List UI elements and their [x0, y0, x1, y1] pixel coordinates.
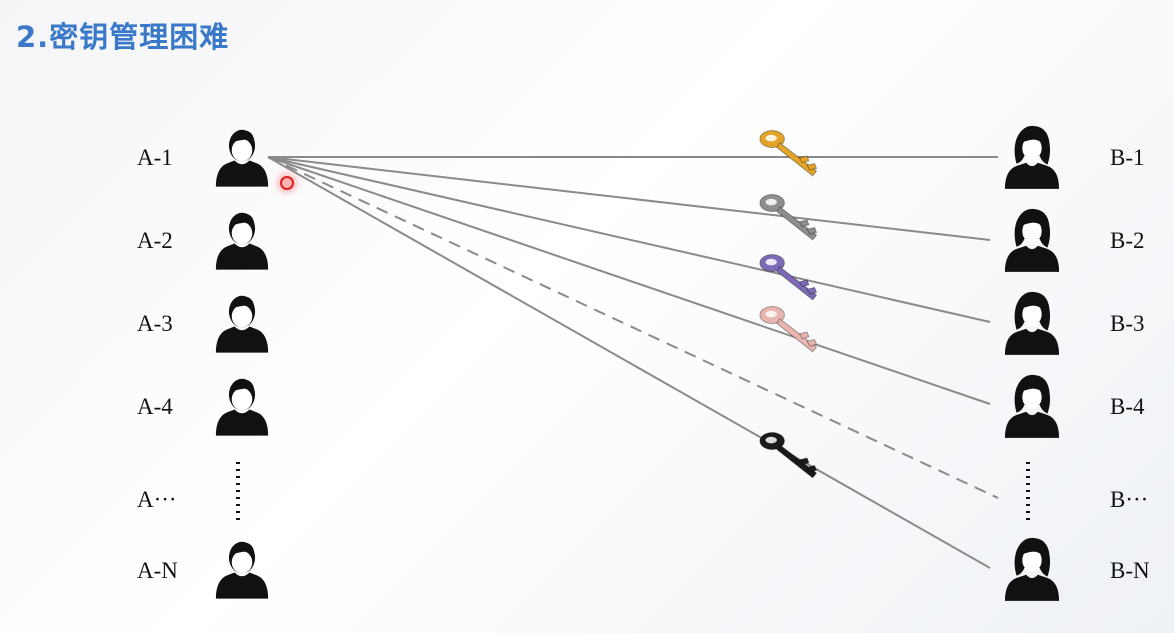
- left-label-a4: A-4: [137, 394, 173, 419]
- line-a1-b-ellipsis: [267, 156, 999, 499]
- right-label-b1: B-1: [1110, 145, 1145, 170]
- left-label-a1: A-1: [137, 145, 173, 170]
- right-vertical-ellipsis: [1026, 462, 1030, 520]
- female-user-icon: [1004, 537, 1060, 601]
- laser-pointer-dot: [280, 176, 294, 190]
- male-user-icon: [215, 212, 269, 270]
- connection-lines: [267, 156, 999, 569]
- gold-key-icon: [759, 130, 817, 177]
- male-user-icon: [215, 541, 269, 599]
- female-user-icon: [1004, 374, 1060, 438]
- left-label-a2: A-2: [137, 228, 173, 253]
- line-a1-b2: [267, 156, 991, 241]
- male-user-icon: [215, 129, 269, 187]
- left-label-a-ellipsis: A···: [137, 487, 177, 512]
- right-label-b4: B-4: [1110, 394, 1145, 419]
- left-users: [215, 129, 269, 599]
- left-vertical-ellipsis: [236, 462, 240, 520]
- line-a1-b3: [267, 156, 991, 323]
- female-user-icon: [1004, 125, 1060, 189]
- female-user-icon: [1004, 291, 1060, 355]
- gray-key-icon: [759, 194, 817, 241]
- line-a1-b4: [267, 156, 991, 405]
- left-label-a3: A-3: [137, 311, 173, 336]
- purple-key-icon: [759, 254, 817, 301]
- line-a1-bn: [267, 156, 991, 569]
- female-user-icon: [1004, 208, 1060, 272]
- keys: [759, 130, 817, 479]
- male-user-icon: [215, 295, 269, 353]
- right-users: [1004, 125, 1060, 601]
- right-label-bn: B-N: [1110, 558, 1150, 583]
- male-user-icon: [215, 378, 269, 436]
- right-label-b-ellipsis: B···: [1110, 487, 1149, 512]
- page-title: 2.密钥管理困难: [16, 20, 230, 54]
- black-key-icon: [759, 432, 817, 479]
- left-label-an: A-N: [137, 558, 178, 583]
- right-label-b2: B-2: [1110, 228, 1145, 253]
- right-label-b3: B-3: [1110, 311, 1145, 336]
